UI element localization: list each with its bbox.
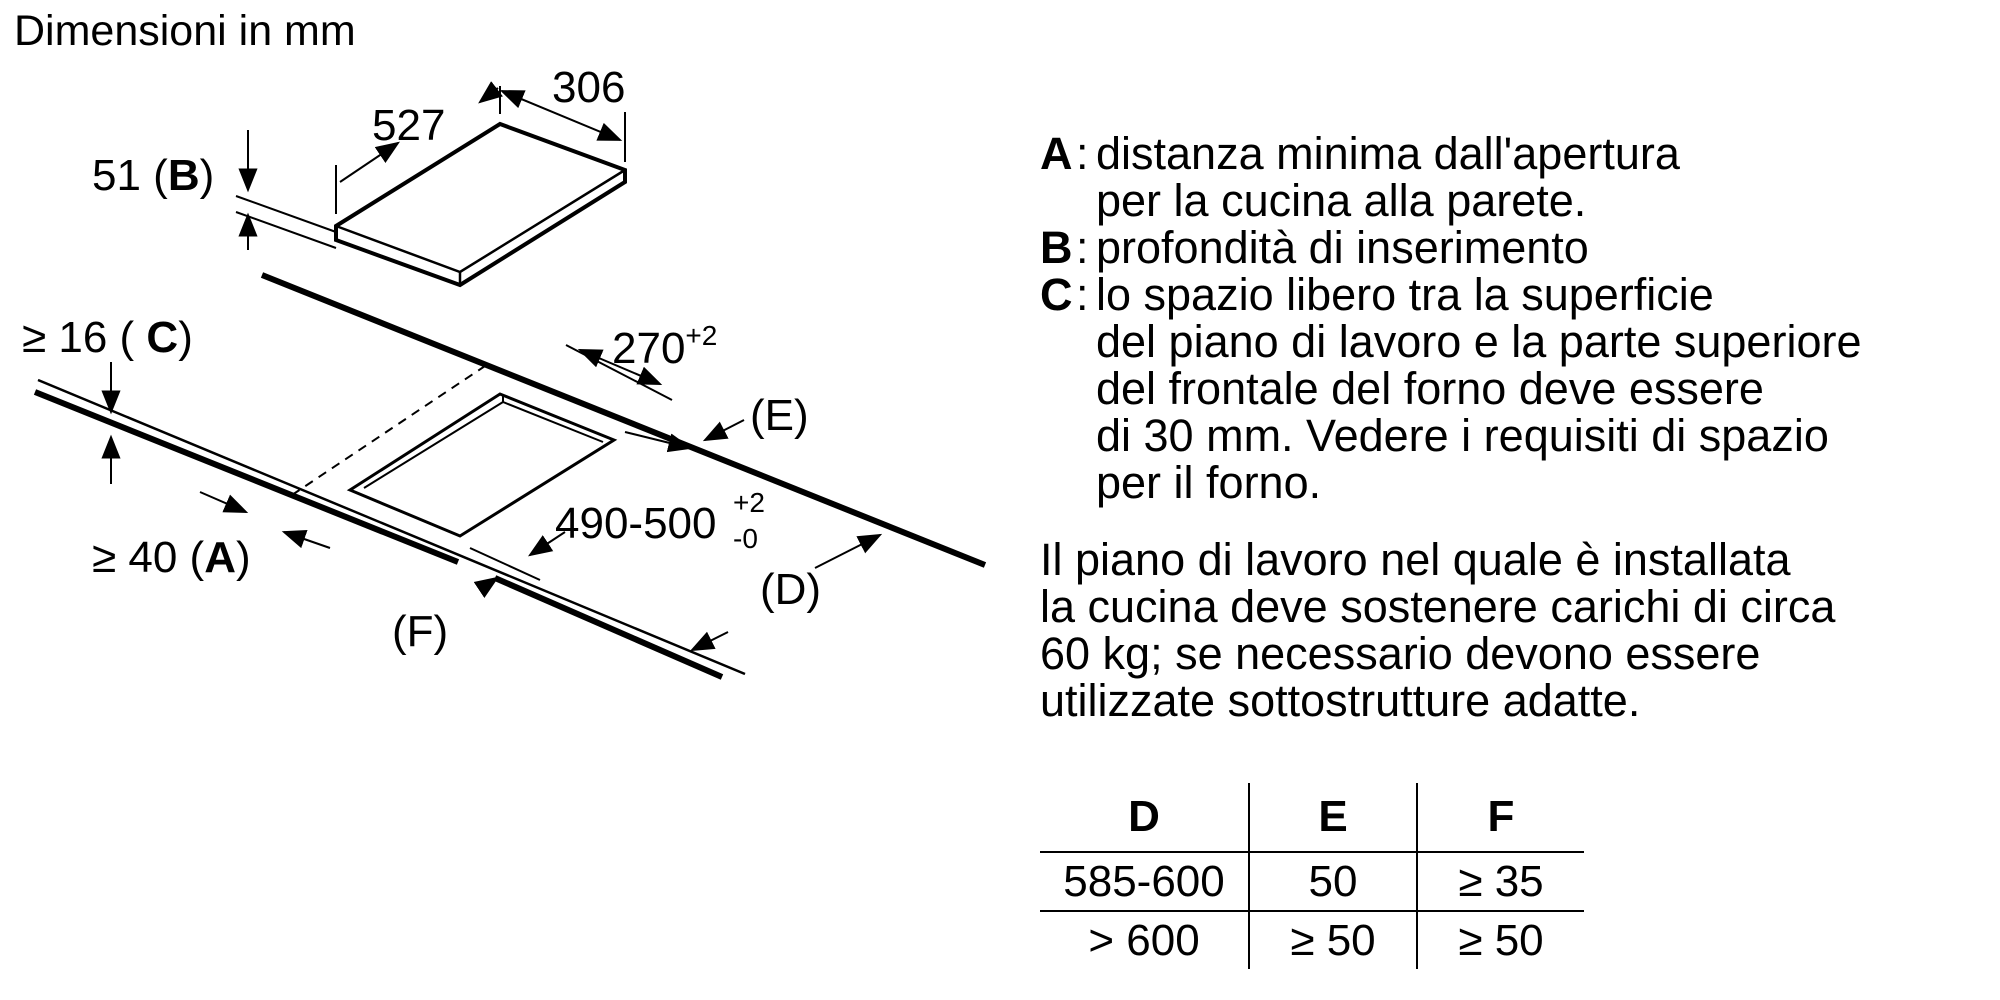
legend-item-b: B : profondità di inserimento	[1040, 224, 1861, 271]
table-header: F	[1416, 783, 1584, 852]
dim-490-sub: -0	[733, 523, 758, 554]
legend-separator: :	[1076, 128, 1089, 179]
dim-40-a-label: ≥ 40 (A)	[92, 533, 251, 582]
legend-text: lo spazio libero tra la superficie del p…	[1096, 269, 1862, 508]
label-f: (F)	[392, 607, 448, 656]
legend: A : distanza minima dall'apertura per la…	[1040, 130, 1861, 506]
legend-item-a: A : distanza minima dall'apertura per la…	[1040, 130, 1861, 224]
dim-306-label: 306	[552, 63, 625, 112]
table-cell: 585-600	[1040, 851, 1249, 912]
table-row: > 600 ≥ 50 ≥ 50	[1040, 911, 1584, 969]
dim-51-b-label: 51 (B)	[92, 151, 214, 200]
legend-item-c: C : lo spazio libero tra la superficie d…	[1040, 271, 1861, 506]
label-d: (D)	[760, 565, 821, 614]
table-cell: ≥ 35	[1416, 851, 1584, 912]
legend-key: B	[1040, 222, 1073, 273]
legend-text: profondità di inserimento	[1096, 222, 1589, 273]
table-cell: ≥ 50	[1416, 911, 1584, 969]
dim-490-500-label: 490-500	[555, 499, 716, 548]
table-row: 585-600 50 ≥ 35	[1040, 851, 1584, 912]
legend-key: A	[1040, 128, 1073, 179]
dimension-table: D E F 585-600 50 ≥ 35 > 600 ≥ 50 ≥ 50	[1040, 783, 1584, 969]
worktop-drawing	[33, 272, 987, 680]
legend-key: C	[1040, 269, 1073, 320]
label-e: (E)	[750, 391, 809, 440]
dim-16-c-label: ≥ 16 ( C)	[22, 313, 193, 362]
dimension-lines	[101, 81, 883, 652]
dim-270-label: 270+2	[612, 320, 717, 373]
load-note: Il piano di lavoro nel quale è installat…	[1040, 534, 1836, 726]
table-header: E	[1248, 783, 1417, 852]
legend-text: distanza minima dall'apertura per la cuc…	[1096, 128, 1680, 226]
legend-separator: :	[1076, 222, 1089, 273]
table-cell: 50	[1248, 851, 1417, 912]
legend-separator: :	[1076, 269, 1089, 320]
table-cell: ≥ 50	[1248, 911, 1417, 969]
dim-490-sup: +2	[733, 487, 765, 518]
table-cell: > 600	[1088, 915, 1200, 965]
table-header-row: D E F	[1040, 783, 1584, 852]
dim-527-label: 527	[372, 101, 445, 150]
page-title: Dimensioni in mm	[14, 7, 356, 55]
table-header: D	[1128, 792, 1160, 841]
